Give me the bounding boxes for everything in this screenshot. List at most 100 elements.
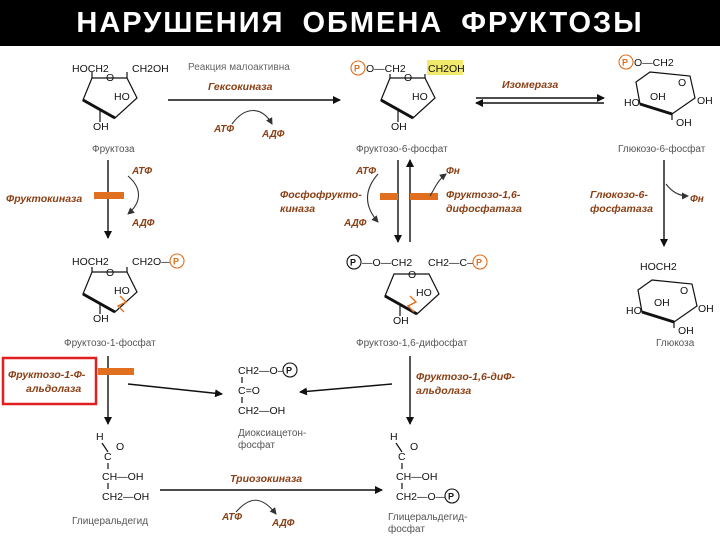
enzyme-triosekinase: Триозокиназа [230,473,302,485]
glucose-6-phosphate-structure: P O—CH2 O HO OH OH OH Глюкозо-6-фосфат [618,54,713,155]
label-ch-oh: CH—OH [102,471,143,483]
enzyme-block-fructokinase [94,192,124,199]
label-ch2oh: CH2OH [132,63,169,75]
enzyme-fbpase-line2: дифосфатаза [446,203,522,215]
cleavage-mark [406,295,418,313]
phosphate-circle [350,60,366,76]
fructose-6-phosphate-structure: P O—CH2 CH2OH O HO OH Фруктозо-6-фосфат [350,60,465,155]
phosphate-circle-left [346,254,362,270]
name-g3p-line2: фосфат [388,523,425,535]
phosphate-circle [282,362,298,378]
label-ring-o: O [106,267,114,279]
label-oh-1: OH [654,297,670,309]
enzyme-pfk-line1: Фосфофрукто- [280,189,362,201]
cofactor-curve-hexokinase [231,109,273,125]
name-fructose-6-phosphate: Фруктозо-6-фосфат [356,143,448,155]
label-p: P [173,257,179,267]
enzyme-isomerase: Изомераза [502,79,558,91]
name-fructose-1-6-bisphosphate: Фруктозо-1,6-дифосфат [356,337,468,349]
cofactor-adp-triosekinase: АДФ [271,518,295,529]
label-ho: HO [626,305,642,317]
highlight-ch2oh [427,60,463,75]
label-p: P [448,492,454,502]
enzyme-block-fbpase [410,193,438,200]
label-oh: OH [93,121,109,133]
page-title: НАРУШЕНИЯ ОБМЕНА ФРУКТОЗЫ [76,6,644,39]
name-g3p-line1: Глицеральдегид- [388,512,467,523]
arrow-to-dhap-from-f16bp [299,383,393,396]
cofactor-adp-fructokinase: АДФ [131,218,155,229]
enzyme-pfk-line2: киназа [280,203,315,215]
enzyme-g6pase-line1: Глюкозо-6- [590,189,648,201]
label-oh-2: OH [698,303,714,315]
label-oh: OH [393,315,409,327]
label-h: H [390,431,398,443]
label-oh-1: OH [650,91,666,103]
label-ring-o: O [408,269,416,281]
label-ch2o: CH2O— [132,256,172,268]
label-oh-2: OH [697,95,713,107]
label-ring-o: O [678,77,686,89]
label-p-left: P [350,258,356,268]
name-dhap-line1: Диоксиацетон- [238,428,306,439]
cofactor-pi-fbpase: Фн [446,166,460,177]
highlight-box-aldolase-b [1,356,98,406]
label-p: P [622,58,628,68]
label-ring-o: O [106,72,114,84]
label-ring-o: O [680,285,688,297]
label-ch2-o: CH2—O— [238,365,289,377]
furanose-ring [380,77,436,119]
cofactor-curve-g6pase [665,183,689,200]
fructose-1-phosphate-structure: HOCH2 CH2O— P O HO OH Фруктозо-1-фосфат [64,253,185,349]
label-c-eq-o: C=O [238,385,260,397]
glyceraldehyde-3-phosphate-structure: H O C CH—OH CH2—O— P Глицеральдегид- фос… [388,431,467,535]
label-ch2oh: CH2—OH [102,491,149,503]
phosphate-circle [444,488,460,504]
phosphate-circle [618,54,634,70]
label-hoch2: HOCH2 [72,63,109,75]
name-fructose-1-phosphate: Фруктозо-1-фосфат [64,337,156,349]
glyceraldehyde-structure: H O C CH—OH CH2—OH Глицеральдегид [72,431,149,527]
enzyme-fructokinase: Фруктокиназа [6,193,82,205]
label-ho: HO [416,287,432,299]
label-p: P [354,64,360,74]
cofactor-atp-fructokinase: АТФ [131,166,152,177]
phosphate-circle [169,253,185,269]
label-p-right: P [476,258,482,268]
label-ch2oh: CH2OH [428,63,465,75]
label-och2: O—CH2 [634,57,674,69]
cofactor-adp-pfk: АДФ [343,218,367,229]
cofactor-curve-triosekinase [235,499,277,515]
label-oh-3: OH [678,325,694,337]
label-ald-c: C [398,451,406,463]
label-o: O [116,441,124,453]
title-bar: НАРУШЕНИЯ ОБМЕНА ФРУКТОЗЫ [0,0,720,46]
enzyme-aldolase-a-line1: Фруктозо-1,6-диФ- [416,371,515,383]
label-ho: HO [624,97,640,109]
label-ring-o: O [404,72,412,84]
label-p: P [286,366,292,376]
cleavage-mark [116,295,128,313]
enzyme-aldolase-b-line1: Фруктозо-1-Ф- [8,369,86,381]
label-ho: HO [412,91,428,103]
cofactor-curve-fbpase [429,173,447,197]
enzyme-fbpase-line1: Фруктозо-1,6- [446,189,521,201]
cofactor-atp-hexokinase: АТФ [213,124,234,135]
label-ald-c: C [104,451,112,463]
enzyme-block-aldolase-b [98,368,134,375]
label-ho: HO [114,285,130,297]
enzyme-hexokinase: Гексокиназа [208,81,273,93]
enzyme-aldolase-b-line2: альдолаза [26,383,81,395]
name-glucose: Глюкоза [656,338,695,349]
note-reaction-low-activity: Реакция малоактивна [188,62,290,73]
enzyme-block-pfk [380,193,398,200]
dihydroxyacetone-phosphate-structure: CH2—O— P C=O CH2—OH Диоксиацетон- фосфат [238,362,306,451]
fructose-structure: HOCH2 CH2OH O HO OH Фруктоза [72,63,169,155]
cofactor-atp-pfk: АТФ [355,166,376,177]
label-oh: OH [93,313,109,325]
arrow-to-dhap-from-f1p [127,383,223,398]
label-ch2-oh: CH2—OH [238,405,285,417]
label-oh-3: OH [676,117,692,129]
name-dhap-line2: фосфат [238,439,275,451]
cofactor-pi-g6pase: Фн [690,194,704,205]
